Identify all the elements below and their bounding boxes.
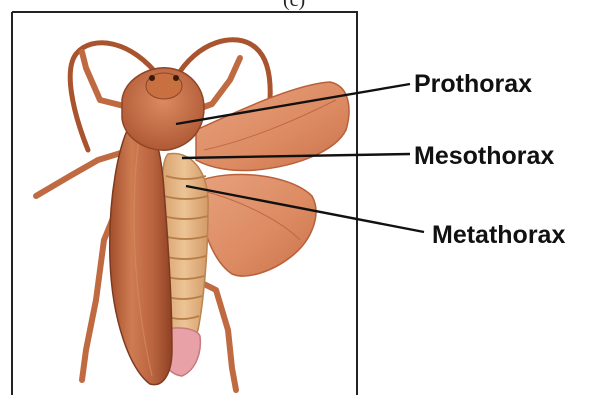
label-mesothorax: Mesothorax (414, 142, 554, 170)
label-prothorax: Prothorax (414, 70, 532, 98)
right-hind-wing (196, 174, 316, 276)
figure-caption-fragment: (c) (283, 0, 305, 11)
right-eye (173, 75, 179, 81)
left-eye (149, 75, 155, 81)
left-fore-wing (110, 116, 172, 385)
left-middle-leg (36, 152, 124, 196)
label-metathorax: Metathorax (432, 221, 565, 249)
